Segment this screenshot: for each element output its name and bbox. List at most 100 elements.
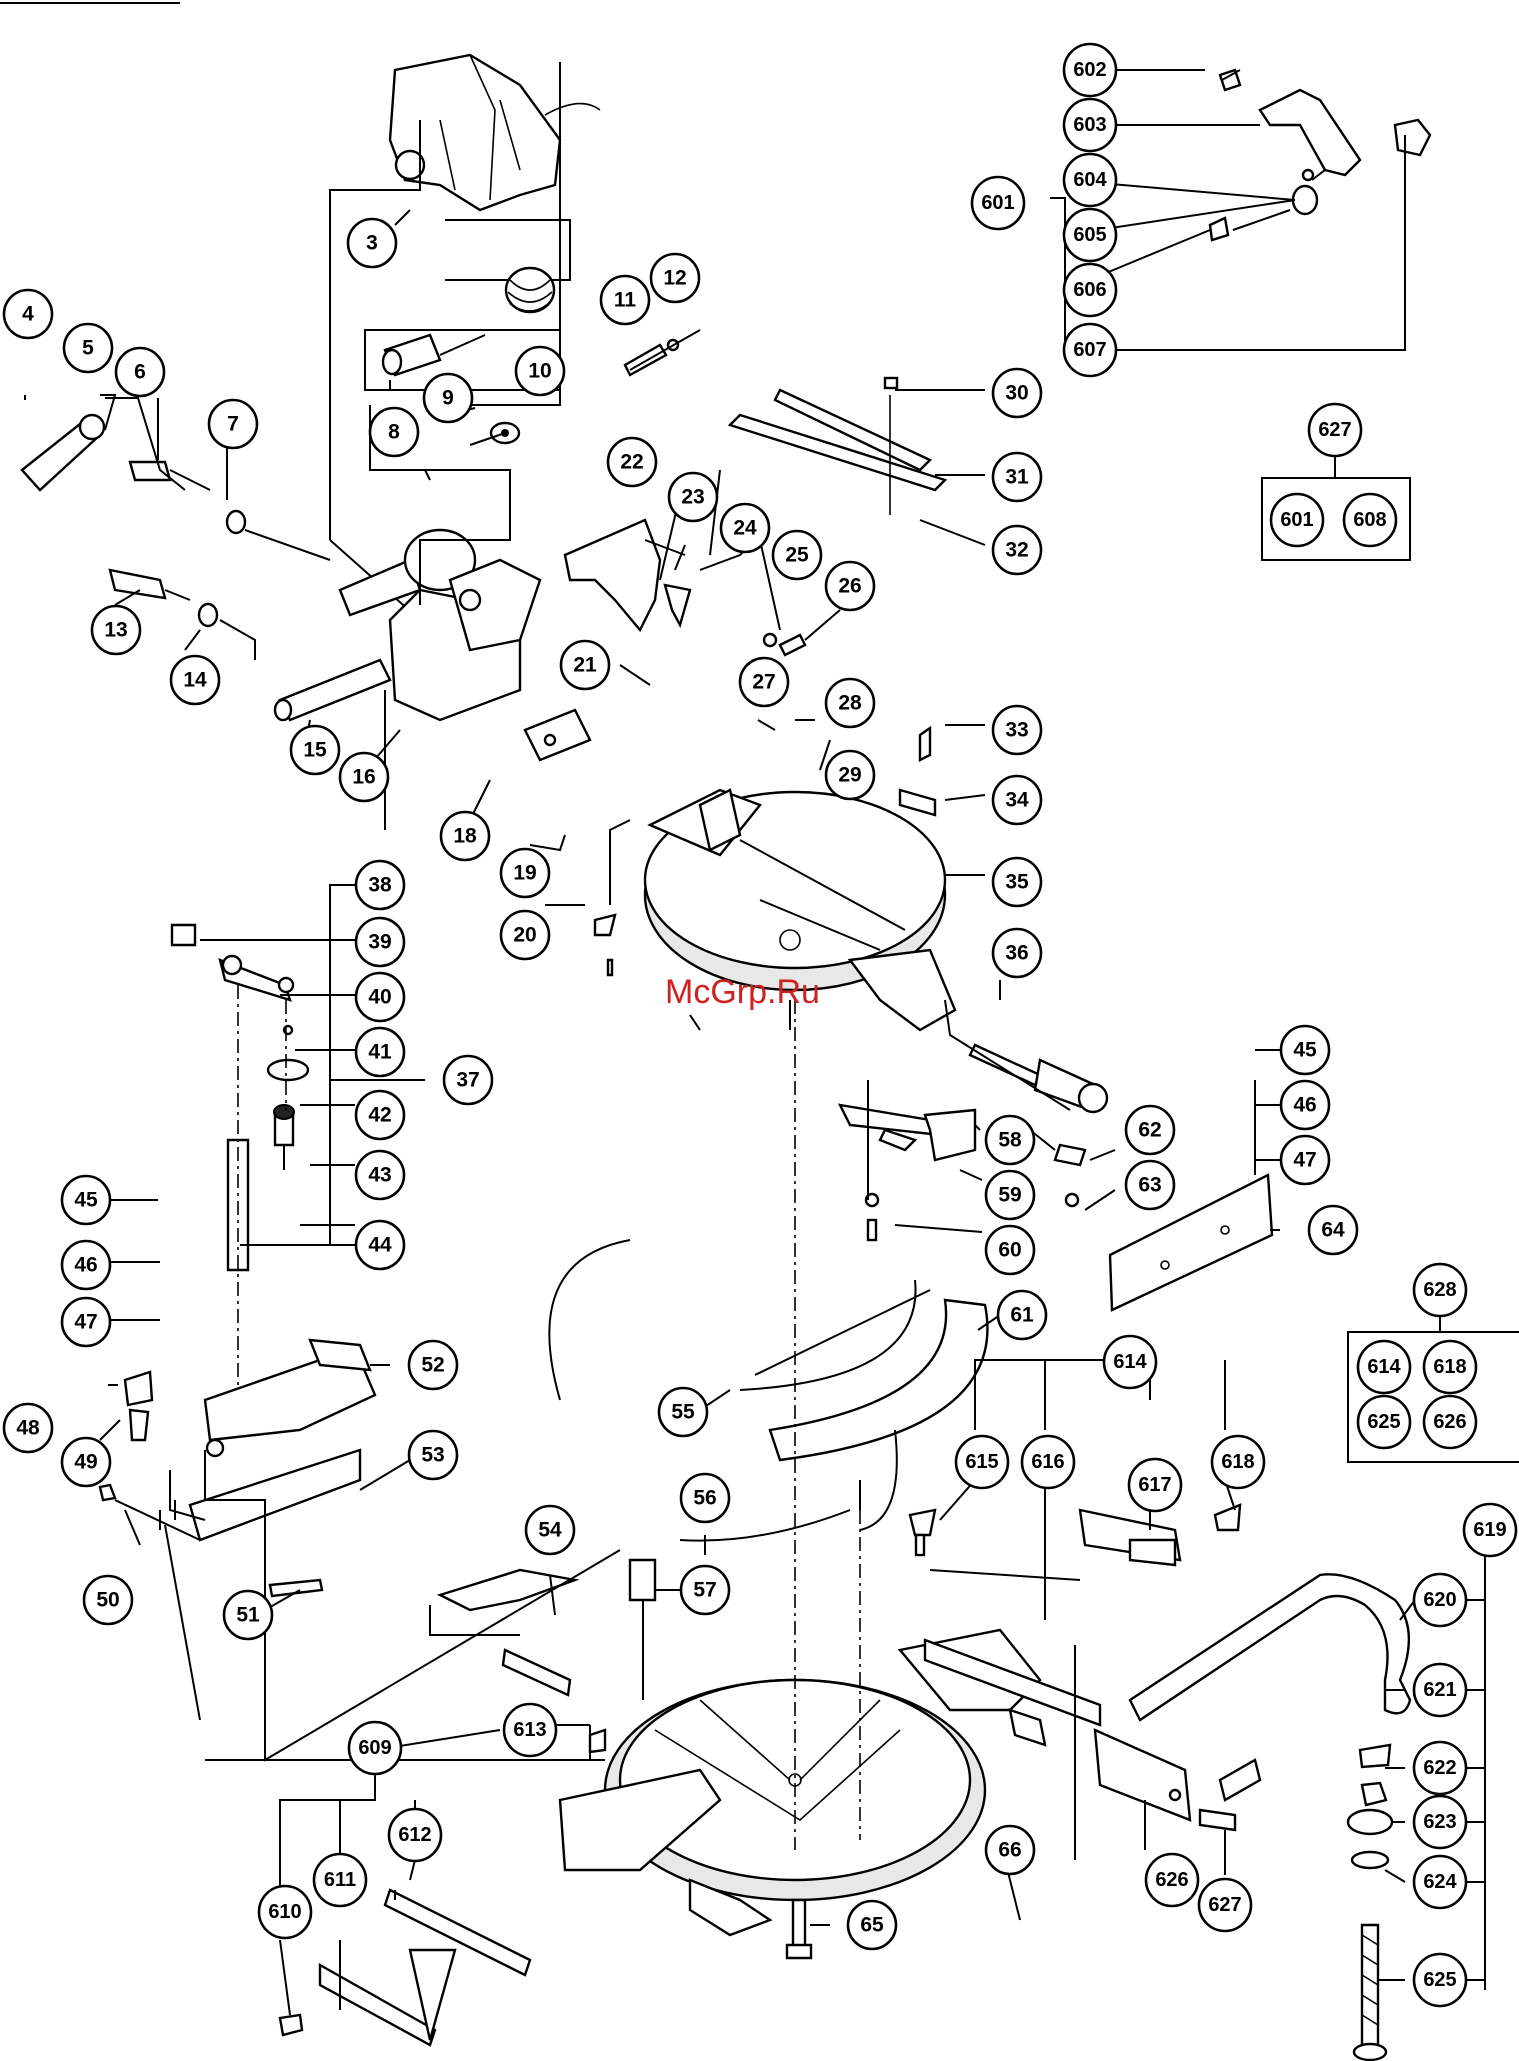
svg-text:619: 619 xyxy=(1473,1519,1506,1541)
callout-9: 9 xyxy=(422,372,474,424)
callout-60: 60 xyxy=(984,1224,1036,1276)
svg-text:614: 614 xyxy=(1113,1351,1147,1373)
callout-6: 6 xyxy=(114,346,166,398)
sub-fence-625-626-drawing xyxy=(1093,1728,1237,1832)
svg-text:607: 607 xyxy=(1073,339,1106,361)
fence-clamp-drawing xyxy=(837,1080,1087,1242)
svg-text:620: 620 xyxy=(1423,1589,1456,1611)
callout-612: 613 xyxy=(502,1702,558,1758)
gear-case-cover-drawing xyxy=(643,788,957,1032)
callout-16: 16 xyxy=(338,751,390,803)
svg-text:56: 56 xyxy=(693,1487,716,1510)
callout-65: 65 xyxy=(846,1899,898,1951)
callout-628-item-626: 626 xyxy=(1422,1394,1478,1450)
callout-22: 22 xyxy=(606,436,658,488)
callout-28: 28 xyxy=(824,677,876,729)
callout-39: 39 xyxy=(354,916,406,968)
svg-text:66: 66 xyxy=(998,1839,1021,1862)
callout-606: 606 xyxy=(1062,262,1118,318)
callout-613: 614 xyxy=(1102,1334,1158,1390)
svg-text:627: 627 xyxy=(1208,1894,1241,1916)
svg-text:3: 3 xyxy=(366,232,378,255)
turntable-and-base-drawing xyxy=(558,1558,1047,1960)
knob-handle-36-drawing xyxy=(944,999,1109,1114)
svg-text:41: 41 xyxy=(368,1041,392,1064)
callout-64: 64 xyxy=(1307,1204,1359,1256)
callout-59: 59 xyxy=(984,1169,1036,1221)
callout-23: 23 xyxy=(667,471,719,523)
callout-47b: 47 xyxy=(1279,1134,1331,1186)
callout-34: 34 xyxy=(991,774,1043,826)
callout-616: 617 xyxy=(1127,1457,1183,1513)
extension-rod-619-drawing xyxy=(1128,1573,1412,1802)
svg-text:45: 45 xyxy=(74,1189,98,1212)
svg-text:618: 618 xyxy=(1433,1356,1466,1378)
svg-text:63: 63 xyxy=(1138,1174,1161,1197)
callout-615: 616 xyxy=(1020,1434,1076,1490)
callout-620: 621 xyxy=(1412,1662,1468,1718)
svg-text:55: 55 xyxy=(671,1401,695,1424)
svg-text:608: 608 xyxy=(1353,509,1386,531)
svg-text:27: 27 xyxy=(752,671,775,694)
svg-text:616: 616 xyxy=(1031,1451,1064,1473)
svg-text:46: 46 xyxy=(1293,1094,1316,1117)
callout-41: 41 xyxy=(354,1026,406,1078)
watermark-text: McGrp.Ru xyxy=(665,973,820,1011)
blade-guard-plates-drawing xyxy=(727,376,948,817)
svg-text:625: 625 xyxy=(1367,1411,1400,1433)
callout-25: 25 xyxy=(771,529,823,581)
callout-628-item-618: 618 xyxy=(1422,1339,1478,1395)
callout-21: 21 xyxy=(559,639,611,691)
callout-61: 61 xyxy=(996,1289,1048,1341)
svg-text:8: 8 xyxy=(388,421,400,444)
svg-text:615: 615 xyxy=(965,1451,998,1473)
callout-55: 55 xyxy=(657,1386,709,1438)
svg-text:13: 13 xyxy=(104,619,127,642)
pin-and-screw-drawing xyxy=(24,329,701,400)
svg-text:65: 65 xyxy=(860,1914,884,1937)
svg-text:57: 57 xyxy=(693,1579,716,1602)
callout-627-item-608: 608 xyxy=(1342,492,1398,548)
svg-text:26: 26 xyxy=(838,575,861,598)
callout-13: 13 xyxy=(90,604,142,656)
callout-627-item-601: 601 xyxy=(1269,492,1325,548)
callout-30: 30 xyxy=(991,367,1043,419)
callout-24: 24 xyxy=(719,502,771,554)
callout-10: 10 xyxy=(514,345,566,397)
svg-text:621: 621 xyxy=(1423,1679,1456,1701)
svg-text:10: 10 xyxy=(528,360,551,383)
callout-46b: 46 xyxy=(1279,1079,1331,1131)
callout-628: 628 xyxy=(1412,1262,1468,1318)
spring-assembly-drawing xyxy=(364,219,571,481)
callout-50: 50 xyxy=(82,1574,134,1626)
lock-rod-54-drawing xyxy=(429,1568,580,1697)
svg-text:7: 7 xyxy=(227,413,239,436)
callout-62: 62 xyxy=(1124,1104,1176,1156)
callout-45a: 45 xyxy=(60,1174,112,1226)
callout-624: 625 xyxy=(1412,1952,1468,2008)
svg-text:612: 612 xyxy=(398,1824,431,1846)
svg-text:36: 36 xyxy=(1005,942,1028,965)
callout-4: 4 xyxy=(2,288,54,340)
svg-text:625: 625 xyxy=(1423,1969,1456,1991)
svg-text:52: 52 xyxy=(421,1354,444,1377)
callout-47a: 47 xyxy=(60,1296,112,1348)
callout-40: 40 xyxy=(354,971,406,1023)
callout-622: 623 xyxy=(1412,1794,1468,1850)
table-stop-37-drawing xyxy=(170,923,310,1400)
connector-frame-lines xyxy=(164,1450,621,1762)
callout-37: 37 xyxy=(442,1054,494,1106)
svg-text:18: 18 xyxy=(453,825,477,848)
callout-58: 58 xyxy=(984,1114,1036,1166)
callout-604: 604 xyxy=(1062,152,1118,208)
svg-text:29: 29 xyxy=(838,764,861,787)
callout-66: 66 xyxy=(984,1824,1036,1876)
callout-628-item-614: 614 xyxy=(1356,1339,1412,1395)
callout-57: 57 xyxy=(679,1564,731,1616)
callout-603: 603 xyxy=(1062,97,1118,153)
svg-text:618: 618 xyxy=(1221,1451,1254,1473)
svg-text:25: 25 xyxy=(785,544,809,567)
callout-11: 11 xyxy=(599,274,651,326)
callout-18: 18 xyxy=(439,810,491,862)
svg-text:46: 46 xyxy=(74,1254,97,1277)
